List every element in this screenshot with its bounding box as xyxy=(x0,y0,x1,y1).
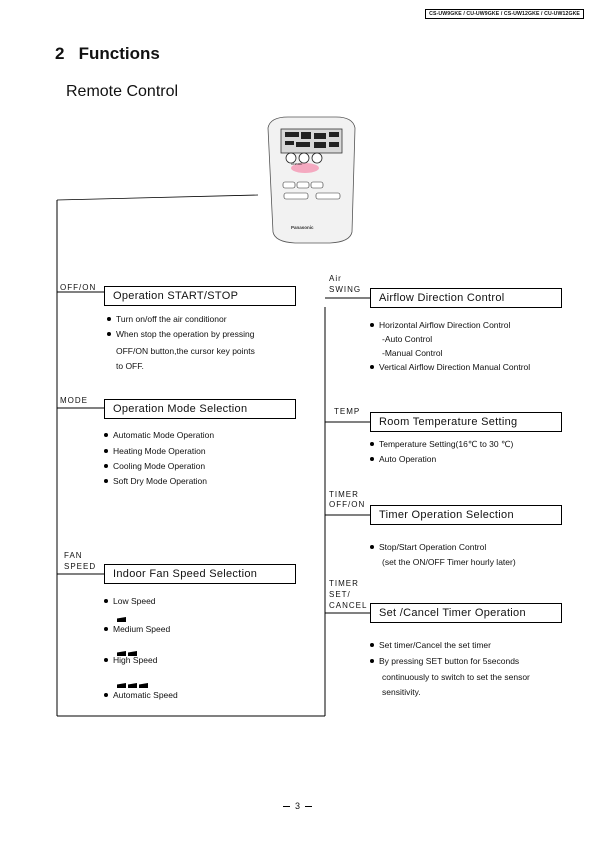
bullet-dot-icon xyxy=(107,331,111,336)
bullet-dot-icon xyxy=(104,478,108,483)
temp-bullet-1: Temperature Setting(16℃ to 30 ℃) xyxy=(370,437,513,453)
model-codes: CS-UW9GKE / CU-UW9GKE / CS-UW12GKE / CU-… xyxy=(425,9,584,19)
mode-button-icon xyxy=(285,152,297,164)
airflow-bullet-1: Horizontal Airflow Direction Control xyxy=(370,318,510,334)
bullet-dot-icon xyxy=(104,448,108,453)
set-cancel-timer-operation-box: Set /Cancel Timer Operation xyxy=(370,603,562,623)
mode-bullet-2: Heating Mode Operation xyxy=(104,444,206,460)
bullet-dot-icon xyxy=(370,456,374,461)
bullet-dot-icon xyxy=(104,463,108,468)
bullet-dot-icon xyxy=(370,658,374,663)
off-on-continuation-1: OFF/ON button,the cursor key points xyxy=(116,346,255,356)
sub-title: Remote Control xyxy=(66,83,179,100)
low-speed-bars-icon xyxy=(117,609,128,627)
off-on-button-icon xyxy=(291,163,319,173)
off-on-bullet-2: When stop the operation by pressing xyxy=(107,327,254,343)
timer-set-label-line-3: CANCEL xyxy=(329,601,368,610)
fan-speed-low: Low Speed xyxy=(104,594,156,610)
timer-set-continuation-1: continuously to switch to set the sensor xyxy=(382,672,530,682)
section-number: 2 xyxy=(55,44,65,63)
off-on-bullet-1: Turn on/off the air conditionor xyxy=(107,312,227,328)
timer-set-label-line-1: TIMER xyxy=(329,579,359,588)
timer-set-bullet-1: Set timer/Cancel the set timer xyxy=(370,638,491,654)
airflow-auto-control: -Auto Control xyxy=(382,334,433,344)
mode-label: MODE xyxy=(60,396,88,405)
bullet-dot-icon xyxy=(370,364,374,369)
medium-speed-bars-icon xyxy=(117,643,139,661)
fan-button-icon xyxy=(298,152,310,164)
svg-text:ON/OFF: ON/OFF xyxy=(291,162,302,166)
remote-brand-logo: Panasonic xyxy=(291,225,314,230)
operation-start-stop-box: Operation START/STOP xyxy=(104,286,296,306)
indoor-fan-speed-selection-box: Indoor Fan Speed Selection xyxy=(104,564,296,584)
timer-off-on-label-line-1: TIMER xyxy=(329,490,359,499)
swing-button-icon xyxy=(311,152,323,164)
off-on-continuation-2: to OFF. xyxy=(116,361,144,371)
fan-label-line-2: SPEED xyxy=(64,562,97,571)
room-temperature-setting-box: Room Temperature Setting xyxy=(370,412,562,432)
mode-bullet-3: Cooling Mode Operation xyxy=(104,459,205,475)
bullet-dot-icon xyxy=(107,316,111,321)
bullet-dot-icon xyxy=(370,544,374,549)
fan-speed-automatic: Automatic Speed xyxy=(104,688,178,704)
bullet-dot-icon xyxy=(104,432,108,437)
page-number: 3 xyxy=(0,801,595,811)
section-heading: 2 Functions xyxy=(55,44,160,64)
section-title: Functions xyxy=(78,44,160,63)
timer-set-bullet-2: By pressing SET button for 5seconds xyxy=(370,654,519,670)
fan-speed-high: High Speed xyxy=(104,653,157,669)
air-swing-label-line-1: Air xyxy=(329,274,342,283)
high-speed-bars-icon xyxy=(117,675,150,693)
fan-speed-medium: Medium Speed xyxy=(104,622,170,638)
timer-set-continuation-2: sensitivity. xyxy=(382,687,421,697)
timer-on-off-continuation: (set the ON/OFF Timer hourly later) xyxy=(382,557,516,567)
mode-bullet-1: Automatic Mode Operation xyxy=(104,428,214,444)
airflow-direction-control-box: Airflow Direction Control xyxy=(370,288,562,308)
remote-control-illustration: ON/OFF Panasonic xyxy=(267,116,356,244)
airflow-manual-control: -Manual Control xyxy=(382,348,443,358)
bullet-dot-icon xyxy=(370,441,374,446)
timer-set-label-line-2: SET/ xyxy=(329,590,351,599)
airflow-bullet-2: Vertical Airflow Direction Manual Contro… xyxy=(370,360,530,376)
off-on-label: OFF/ON xyxy=(60,283,97,292)
temp-label: TEMP xyxy=(334,407,361,416)
fan-label-line-1: FAN xyxy=(64,551,83,560)
bullet-dot-icon xyxy=(104,692,108,697)
bullet-dot-icon xyxy=(104,598,108,603)
mode-bullet-4: Soft Dry Mode Operation xyxy=(104,474,207,490)
operation-mode-selection-box: Operation Mode Selection xyxy=(104,399,296,419)
bullet-dot-icon xyxy=(370,642,374,647)
timer-operation-selection-box: Timer Operation Selection xyxy=(370,505,562,525)
temp-bullet-2: Auto Operation xyxy=(370,452,436,468)
timer-on-off-bullet: Stop/Start Operation Control xyxy=(370,540,486,556)
bullet-dot-icon xyxy=(104,626,108,631)
air-swing-label-line-2: SWING xyxy=(329,285,362,294)
timer-off-on-label-line-2: OFF/ON xyxy=(329,500,366,509)
bullet-dot-icon xyxy=(370,322,374,327)
bullet-dot-icon xyxy=(104,657,108,662)
